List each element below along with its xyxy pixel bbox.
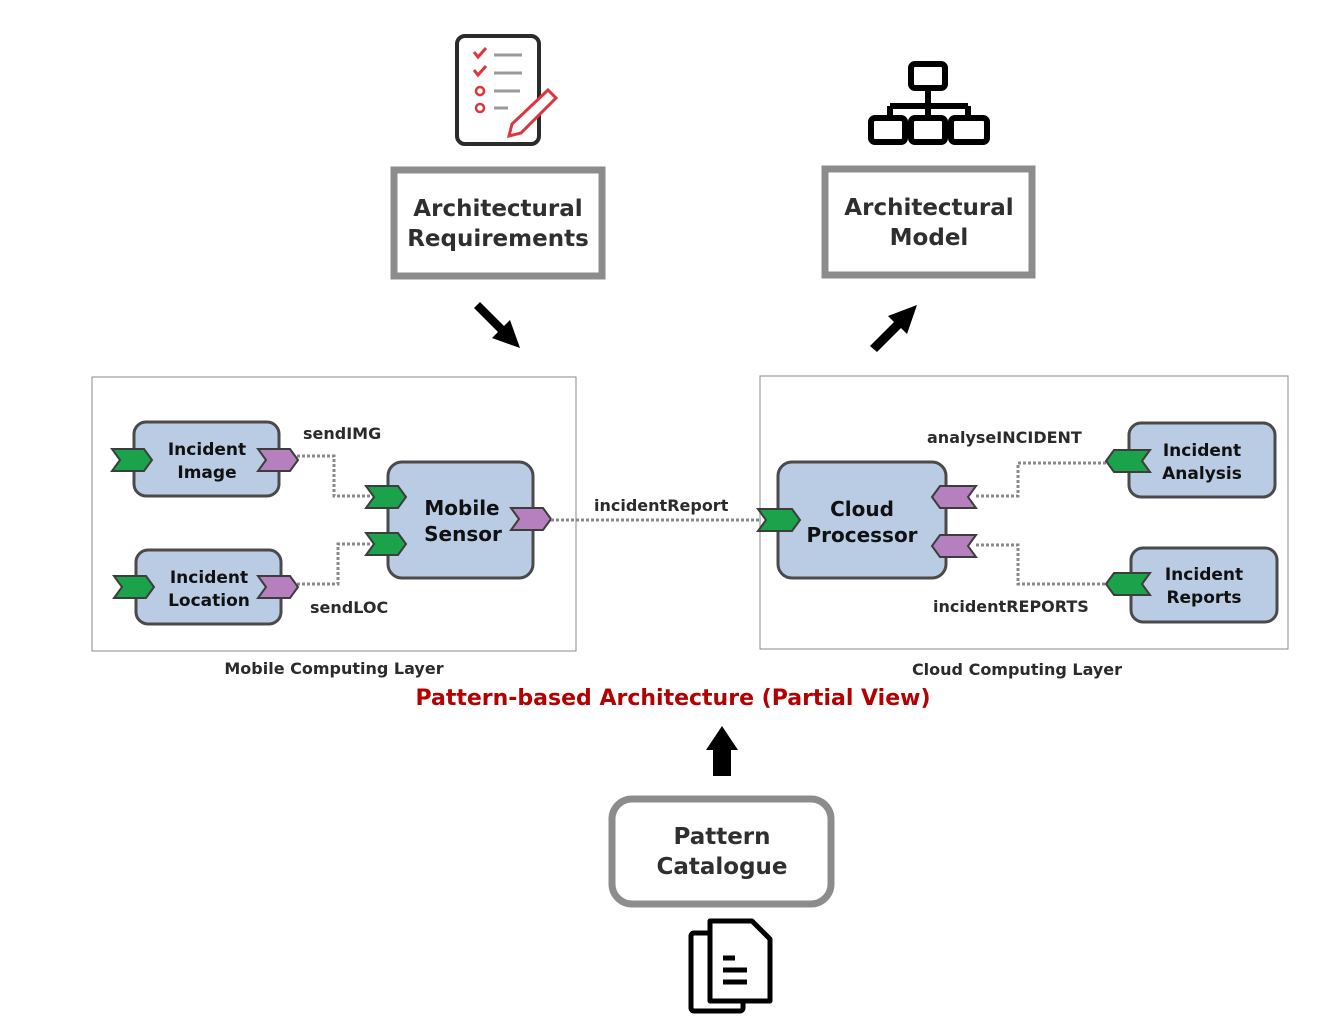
provided-port <box>1104 572 1152 596</box>
provided-port <box>110 448 154 472</box>
incident-location-component: Incident Location <box>112 548 300 626</box>
hierarchy-icon <box>868 61 990 145</box>
provided-port <box>1104 449 1152 473</box>
incidentReport-label: incidentReport <box>594 496 729 515</box>
incidentREPORTS-label: incidentREPORTS <box>933 597 1089 616</box>
mobile-sensor-line2: Sensor <box>424 522 502 546</box>
cloud-processor-line2: Processor <box>806 523 917 547</box>
requirements-line1: Architectural <box>413 196 582 222</box>
incident-image-line2: Image <box>177 463 236 483</box>
mobile-sensor-line1: Mobile <box>424 496 499 520</box>
incident-image-component: Incident Image <box>110 420 300 498</box>
documents-icon <box>688 918 773 1014</box>
incident-analysis-component: Incident Analysis <box>1104 421 1277 499</box>
cloud-processor-line1: Cloud <box>830 497 894 521</box>
provided-port <box>756 508 802 532</box>
checklist-pencil-icon <box>455 34 559 146</box>
provided-port <box>364 532 408 556</box>
model-box: Architectural Model <box>821 165 1036 279</box>
incident-image-line1: Incident <box>168 440 246 460</box>
incident-reports-line1: Incident <box>1165 565 1243 585</box>
analyseINCIDENT-connector <box>976 461 1108 498</box>
catalogue-line2: Catalogue <box>656 854 787 880</box>
model-line2: Model <box>890 225 969 251</box>
provided-port <box>112 575 156 599</box>
required-port <box>930 485 978 509</box>
catalogue-box: Pattern Catalogue <box>608 795 835 908</box>
cloud-processor-component: Cloud Processor <box>756 460 978 580</box>
required-port <box>256 575 300 599</box>
sendIMG-connector <box>297 454 372 498</box>
sendLOC-connector <box>297 542 372 586</box>
required-port <box>930 534 978 558</box>
catalogue-line1: Pattern <box>673 824 770 850</box>
arrow-up <box>706 726 738 776</box>
provided-port <box>364 485 408 509</box>
arrow-down-right <box>474 302 520 348</box>
cloud-layer-label: Cloud Computing Layer <box>912 660 1122 679</box>
incidentREPORTS-connector <box>976 543 1108 586</box>
required-port <box>509 507 553 531</box>
incident-reports-line2: Reports <box>1166 588 1241 608</box>
incident-location-line1: Incident <box>170 568 248 588</box>
incident-reports-component: Incident Reports <box>1104 546 1279 624</box>
requirements-box: Architectural Requirements <box>390 166 606 280</box>
incident-analysis-line2: Analysis <box>1162 464 1242 484</box>
sendIMG-label: sendIMG <box>303 424 381 443</box>
analyseINCIDENT-label: analyseINCIDENT <box>927 428 1082 447</box>
model-line1: Architectural <box>844 195 1013 221</box>
incident-location-line2: Location <box>168 591 250 611</box>
mobile-sensor-component: Mobile Sensor <box>364 460 553 580</box>
incident-analysis-line1: Incident <box>1163 441 1241 461</box>
arrow-up-right <box>870 305 917 352</box>
required-port <box>256 448 300 472</box>
diagram-title: Pattern-based Architecture (Partial View… <box>415 686 930 711</box>
requirements-line2: Requirements <box>407 226 589 252</box>
sendLOC-label: sendLOC <box>310 598 388 617</box>
mobile-layer-label: Mobile Computing Layer <box>224 659 443 678</box>
